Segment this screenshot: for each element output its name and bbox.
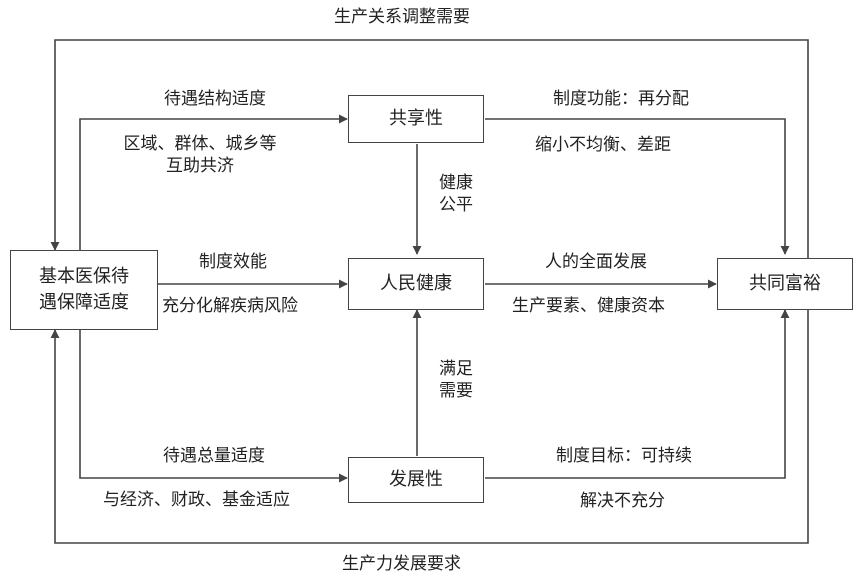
- outer-loop-bottom: [50, 308, 809, 544]
- node-basic-insurance-line1: 基本医保待: [39, 266, 129, 287]
- label-mutual-aid: 区域、群体、城乡等 互助共济: [102, 133, 298, 177]
- node-sharing: 共享性: [348, 95, 484, 143]
- label-meet-needs: 满足 需要: [439, 358, 473, 402]
- label-health-equity-line1: 健康: [439, 173, 473, 193]
- label-meet-needs-line2: 需要: [439, 381, 473, 401]
- label-reduce-gaps: 缩小不均衡、差距: [535, 135, 671, 155]
- label-meet-needs-line1: 满足: [439, 359, 473, 379]
- arrow-share-to-prosper: [485, 118, 790, 255]
- outer-loop-top: [50, 39, 809, 258]
- label-resolve-insufficiency: 解决不充分: [580, 491, 665, 511]
- node-basic-insurance-line2: 遇保障适度: [39, 292, 129, 313]
- label-resolve-disease-risk: 充分化解疾病风险: [162, 296, 298, 316]
- label-institutional-efficacy: 制度效能: [199, 252, 267, 272]
- node-common-prosperity: 共同富裕: [717, 258, 853, 310]
- label-health-equity-line2: 公平: [439, 195, 473, 215]
- node-development: 发展性: [348, 457, 484, 503]
- node-basic-insurance: 基本医保待 遇保障适度: [10, 250, 158, 330]
- label-mutual-aid-line1: 区域、群体、城乡等: [123, 134, 277, 154]
- node-people-health: 人民健康: [348, 258, 484, 310]
- arrow-develop-to-prosper: [485, 309, 790, 479]
- label-structure-moderate: 待遇结构适度: [164, 89, 266, 109]
- outer-bottom-label: 生产力发展要求: [342, 554, 461, 574]
- label-total-benefit-moderate: 待遇总量适度: [163, 446, 265, 466]
- label-all-round-development: 人的全面发展: [545, 252, 647, 272]
- label-mutual-aid-line2: 互助共济: [166, 156, 234, 176]
- label-production-factors: 生产要素、健康资本: [512, 296, 665, 316]
- outer-top-label: 生产关系调整需要: [334, 7, 470, 27]
- arrow-left-to-develop: [79, 330, 348, 483]
- label-adapt-economy-finance: 与经济、财政、基金适应: [103, 490, 290, 510]
- label-redistribution: 制度功能：再分配: [553, 89, 689, 109]
- label-sustainability: 制度目标：可持续: [556, 446, 692, 466]
- label-health-equity: 健康 公平: [439, 172, 473, 216]
- arrow-left-to-share: [79, 114, 348, 250]
